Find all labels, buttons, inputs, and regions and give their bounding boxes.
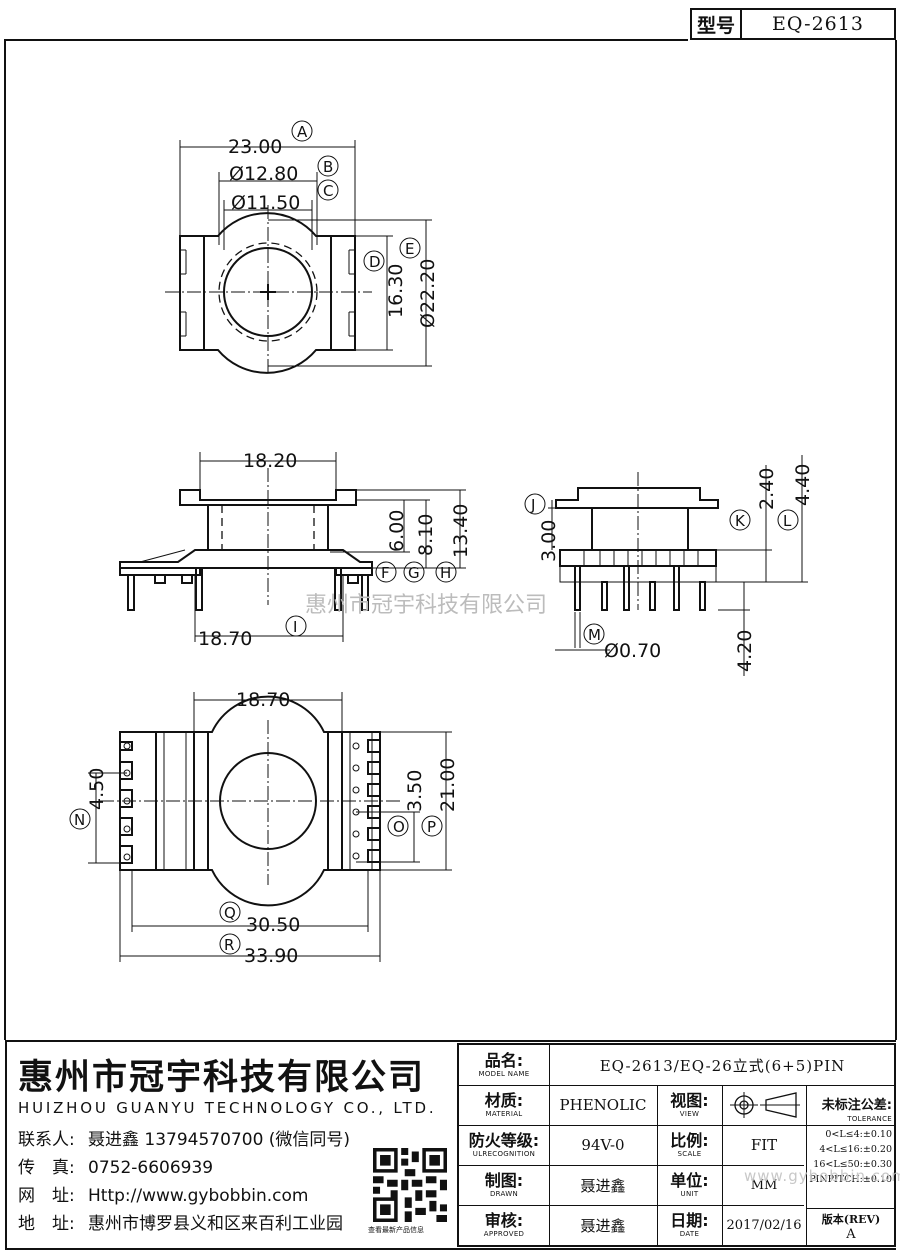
scale-label: 比例: SCALE [670, 1130, 709, 1158]
dim-front-top: 18.20 [243, 450, 297, 472]
side-top [555, 487, 719, 509]
dim-j: 3.00 [538, 520, 560, 562]
watermark: 惠州市冠宇科技有限公司 [305, 593, 547, 618]
svg-text:R: R [224, 936, 234, 954]
view-label: 视图: VIEW [670, 1090, 709, 1118]
bottom-view: 18.70 4.50 N 3.50 O 21.00 P 30.50 Q [69, 689, 459, 967]
tolerance-block: 未标注公差: TOLERANCE 0<L≤4:±0.10 4<L≤16:±0.2… [809, 1098, 892, 1185]
svg-text:D: D [369, 253, 381, 271]
address-value: 惠州市博罗县义和区来百利工业园 [88, 1214, 343, 1234]
material-label: 材质: MATERIAL [484, 1090, 524, 1118]
dim-d: 16.30 [385, 264, 407, 318]
svg-text:L: L [783, 512, 792, 530]
address-row: 地 址:惠州市博罗县义和区来百利工业园 [18, 1214, 343, 1234]
date-value: 2017/02/16 [726, 1217, 802, 1233]
svg-text:C: C [323, 182, 333, 200]
dim-n: 4.50 [86, 768, 108, 810]
unit-value: MM [750, 1177, 778, 1193]
dim-a: 23.00 [228, 136, 282, 158]
svg-text:N: N [74, 811, 85, 829]
bore-circle [223, 247, 313, 337]
approved-label: 审核: APPROVED [483, 1210, 525, 1238]
title-block: 品名: MODEL NAME EQ-2613/EQ-26立式(6+5)PIN 材… [457, 1043, 900, 1247]
svg-text:P: P [427, 818, 436, 836]
product-name-label: 品名: MODEL NAME [478, 1050, 530, 1078]
svg-text:B: B [323, 158, 333, 176]
divider [5, 1040, 896, 1042]
technical-drawing: 23.00 A Ø12.80 B C Ø11.50 16.30 D Ø22.20 [4, 39, 897, 1040]
front-view: 18.20 6.00 8.10 13.40 F G H 18.70 I [119, 450, 472, 650]
svg-text:K: K [735, 512, 746, 530]
scale-value: FIT [750, 1136, 778, 1154]
svg-text:G: G [408, 564, 420, 582]
approved-value: 聂进鑫 [580, 1216, 626, 1235]
frame [4, 39, 688, 1040]
svg-text:F: F [381, 564, 390, 582]
svg-text:Q: Q [224, 904, 236, 922]
date-label: 日期: DATE [670, 1210, 709, 1238]
letter-a: A [297, 123, 308, 141]
svg-text:M: M [588, 626, 601, 644]
dim-pin: 4.20 [734, 630, 756, 672]
hidden-circle [218, 242, 318, 342]
qr-caption: 查看最新产品信息 [368, 1226, 424, 1234]
top-view: 23.00 A Ø12.80 B C Ø11.50 16.30 D Ø22.20 [165, 120, 439, 375]
model-value: EQ-2613 [772, 13, 864, 35]
svg-text:J: J [530, 496, 535, 514]
projection-symbol-icon [722, 1085, 806, 1125]
callout-a [291, 120, 313, 142]
dim-q: 30.50 [246, 914, 300, 936]
unit-label: 单位: UNIT [670, 1170, 709, 1198]
drawn-value: 聂进鑫 [580, 1176, 626, 1195]
dim-r: 33.90 [244, 945, 298, 967]
dim-g: 8.10 [415, 514, 437, 556]
dim-m: Ø0.70 [604, 640, 661, 662]
dim-k: 2.40 [756, 468, 778, 510]
dim-h: 13.40 [450, 504, 472, 558]
contact-value: 聂进鑫 13794570700 (微信同号) [88, 1130, 351, 1150]
url-watermark: www.gybobbin.com [744, 1167, 900, 1185]
company-name-cn: 惠州市冠宇科技有限公司 [18, 1058, 426, 1098]
model-box: 型号 EQ-2613 [690, 8, 896, 40]
dim-b: Ø12.80 [229, 163, 298, 185]
svg-text:E: E [405, 240, 414, 258]
dim-p: 21.00 [437, 758, 459, 812]
svg-text:O: O [393, 818, 405, 836]
svg-text:H: H [440, 564, 451, 582]
dim-c: Ø11.50 [231, 192, 300, 214]
model-label: 型号 [692, 10, 742, 38]
web-row: 网 址:Http://www.gybobbin.com [18, 1186, 309, 1206]
dim-l: 4.40 [792, 464, 814, 506]
qr-code-icon [373, 1148, 447, 1222]
material-value: PHENOLIC [559, 1096, 647, 1114]
product-name-value: EQ-2613/EQ-26立式(6+5)PIN [599, 1056, 846, 1075]
revision-cell: 版本(REV) A [821, 1213, 881, 1242]
dim-e: Ø22.20 [417, 259, 439, 328]
contact-row: 联系人:聂进鑫 13794570700 (微信同号) [18, 1130, 351, 1150]
side-view: 3.00 J 2.40 4.40 K L 4.20 M Ø0.70 [524, 455, 814, 676]
fire-rating-value: 94V-0 [581, 1136, 625, 1154]
company-block: 惠州市冠宇科技有限公司 HUIZHOU GUANYU TECHNOLOGY CO… [8, 1043, 454, 1246]
web-link[interactable]: Http://www.gybobbin.com [88, 1186, 309, 1206]
fax-row: 传 真:0752-6606939 [18, 1158, 214, 1178]
company-name-en: HUIZHOU GUANYU TECHNOLOGY CO., LTD. [18, 1099, 437, 1117]
fire-rating-label: 防火等级: ULRECOGNITION [468, 1130, 540, 1158]
revision-value: A [846, 1227, 856, 1242]
svg-text:I: I [293, 618, 297, 636]
drawn-label: 制图: DRAWN [484, 1170, 524, 1198]
dim-i: 18.70 [198, 628, 252, 650]
dim-f: 6.00 [386, 510, 408, 552]
dim-bottom-top: 18.70 [236, 689, 290, 711]
front-base [119, 549, 373, 569]
dim-o: 3.50 [404, 770, 426, 812]
fax-value: 0752-6606939 [88, 1158, 214, 1178]
